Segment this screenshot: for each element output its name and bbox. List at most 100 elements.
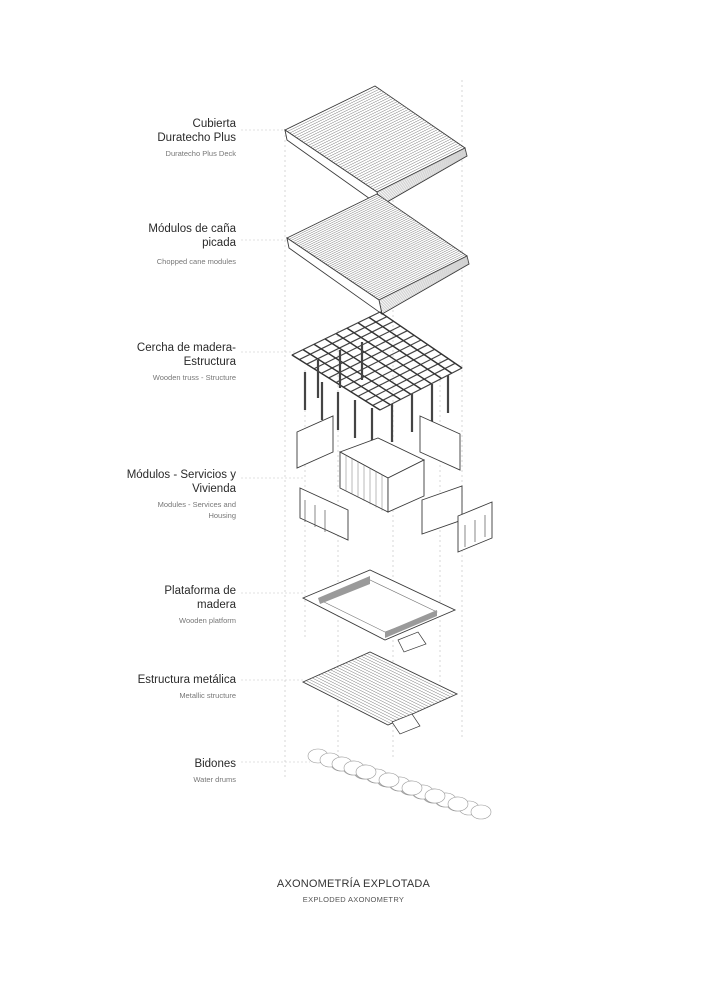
metal-step bbox=[391, 713, 421, 735]
deck-roof-line bbox=[317, 107, 407, 152]
label-en: Water drums bbox=[193, 775, 236, 784]
deck-roof-line bbox=[377, 150, 466, 197]
metal-beam bbox=[336, 666, 423, 710]
cane-roof-line bbox=[381, 261, 469, 310]
metal-beam bbox=[363, 654, 451, 698]
wall-panel-upper-left bbox=[296, 415, 334, 469]
truss-rafter bbox=[291, 354, 381, 411]
cane-roof-line bbox=[342, 231, 432, 276]
cane-roof-line bbox=[325, 219, 415, 265]
cane-roof-line bbox=[304, 205, 394, 250]
metal-beam bbox=[348, 661, 436, 705]
cane-roof-line bbox=[334, 226, 424, 271]
metal-beam bbox=[315, 676, 401, 720]
label-en: Metallic structure bbox=[179, 691, 236, 700]
deck-roof-line bbox=[335, 119, 425, 165]
deck-roof-line bbox=[342, 124, 432, 169]
cane-roof-line bbox=[307, 208, 398, 253]
layer-label-metallic-structure: Estructura metálica Metallic structure bbox=[86, 673, 236, 701]
cane-roof-line bbox=[327, 220, 417, 266]
deck-roof-line bbox=[377, 148, 466, 194]
deck-roof-line bbox=[294, 91, 385, 137]
cane-roof-line bbox=[363, 245, 453, 290]
deck-roof-line bbox=[372, 144, 461, 190]
label-es: Estructura metálica bbox=[137, 674, 236, 686]
cane-roof-line bbox=[288, 195, 379, 240]
cane-roof-line bbox=[361, 244, 451, 289]
truss-rafter bbox=[368, 316, 453, 374]
metal-beam bbox=[318, 674, 404, 719]
deck-roof-line bbox=[349, 129, 439, 174]
cane-roof-line bbox=[381, 262, 469, 312]
metal-beam bbox=[312, 677, 398, 721]
service-housing-modules-layer bbox=[296, 415, 493, 553]
cane-roof-line bbox=[309, 209, 400, 254]
layer-label-wooden-platform: Plataforma de madera Wooden platform bbox=[86, 584, 236, 626]
label-es: Módulos de caña picada bbox=[148, 223, 236, 249]
label-en: Chopped cane modules bbox=[156, 257, 236, 266]
cane-roof-line bbox=[352, 237, 441, 283]
cane-roof-line bbox=[317, 214, 408, 259]
cane-roof-line bbox=[367, 248, 456, 293]
label-en: Wooden truss - Structure bbox=[152, 373, 236, 382]
cane-roof-line bbox=[292, 197, 383, 243]
platform-rail-left bbox=[318, 576, 370, 604]
truss-rafter bbox=[335, 332, 422, 390]
wooden-platform-layer bbox=[301, 569, 457, 653]
deck-roof-line bbox=[379, 153, 467, 202]
label-en: Wooden platform bbox=[179, 616, 236, 625]
truss-rafter bbox=[357, 322, 442, 380]
cane-roof-line bbox=[355, 240, 445, 285]
deck-roof-line bbox=[319, 109, 409, 154]
metal-beam bbox=[305, 680, 392, 724]
truss-rafter bbox=[379, 311, 463, 369]
deck-roof-line bbox=[374, 146, 463, 191]
cane-roof-line bbox=[381, 263, 469, 313]
truss-rafter bbox=[346, 327, 432, 385]
metal-beam bbox=[339, 665, 426, 709]
cane-roof-line bbox=[365, 246, 454, 292]
deck-roof-line bbox=[340, 122, 430, 168]
wall-panel-upper-right bbox=[419, 415, 461, 471]
water-drums-layer bbox=[307, 748, 492, 820]
layer-label-cane-modules: Módulos de caña picada Chopped cane modu… bbox=[86, 222, 236, 267]
cane-roof-line bbox=[380, 259, 468, 306]
cane-roof-line bbox=[373, 251, 462, 297]
cane-roof-line bbox=[379, 258, 468, 305]
deck-roof-line bbox=[369, 143, 459, 188]
cane-roof-line bbox=[321, 217, 411, 262]
deck-roof-line bbox=[328, 115, 418, 160]
platform-rail-right bbox=[385, 610, 437, 638]
deck-roof-line bbox=[330, 116, 421, 162]
roof-deck-layer bbox=[284, 85, 468, 208]
metal-beam bbox=[351, 659, 439, 703]
cane-roof-line bbox=[329, 222, 419, 267]
metal-beam bbox=[330, 669, 417, 713]
deck-roof-line bbox=[351, 130, 441, 176]
label-es: Módulos - Servicios y Vivienda bbox=[126, 469, 236, 495]
cane-roof-line bbox=[315, 213, 406, 258]
deck-roof-line bbox=[314, 105, 405, 151]
metal-beam bbox=[324, 672, 411, 716]
label-es: Cercha de madera-Estructura bbox=[136, 342, 236, 368]
metal-beam bbox=[360, 655, 448, 699]
cane-roof-line bbox=[371, 250, 460, 296]
cane-roof-line bbox=[311, 210, 402, 255]
deck-roof-line bbox=[298, 95, 389, 140]
label-en: Duratecho Plus Deck bbox=[165, 149, 236, 158]
wall-panel-lower-right bbox=[421, 485, 463, 535]
deck-roof-line bbox=[377, 149, 466, 195]
cane-roof-line bbox=[338, 228, 428, 274]
deck-roof-line bbox=[353, 132, 443, 177]
cane-roof-line bbox=[330, 223, 421, 268]
metal-beam bbox=[357, 657, 445, 700]
cane-roof-line bbox=[296, 200, 387, 245]
metal-beam bbox=[333, 668, 420, 712]
cane-roof-line bbox=[302, 204, 393, 249]
cane-roof-line bbox=[380, 260, 469, 309]
cane-roof-line bbox=[350, 236, 439, 281]
deck-roof-line bbox=[337, 121, 427, 166]
wall-panel-lower-left bbox=[299, 487, 349, 541]
cane-roof-line bbox=[379, 256, 468, 302]
